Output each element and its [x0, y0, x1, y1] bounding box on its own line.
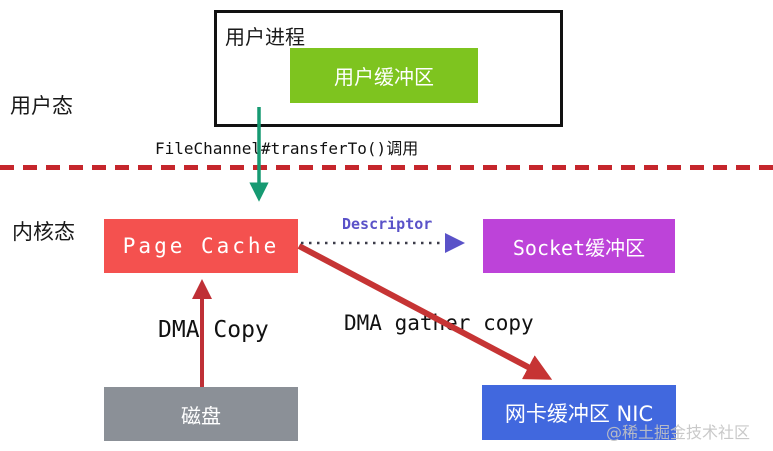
descriptor-label: Descriptor [342, 215, 433, 233]
user-process-title: 用户进程 [225, 25, 305, 49]
socket-buffer-node: Socket缓冲区 [483, 219, 675, 273]
user-mode-label: 用户态 [10, 94, 73, 118]
disk-node: 磁盘 [104, 387, 298, 441]
dma-copy-label: DMA Copy [158, 317, 269, 343]
page-cache-node: Page Cache [104, 219, 298, 273]
kernel-mode-label: 内核态 [12, 220, 75, 244]
watermark: @稀土掘金技术社区 [606, 423, 751, 442]
nic-buffer-node: 网卡缓冲区 NIC [482, 385, 676, 440]
user-buffer-node: 用户缓冲区 [290, 48, 478, 103]
user-kernel-boundary-dashed-line [0, 165, 773, 170]
dma-gather-copy-label: DMA gather copy [344, 311, 534, 335]
user-process-box: 用户进程 [214, 10, 563, 127]
transfer-call-label: FileChannel#transferTo()调用 [155, 139, 419, 158]
